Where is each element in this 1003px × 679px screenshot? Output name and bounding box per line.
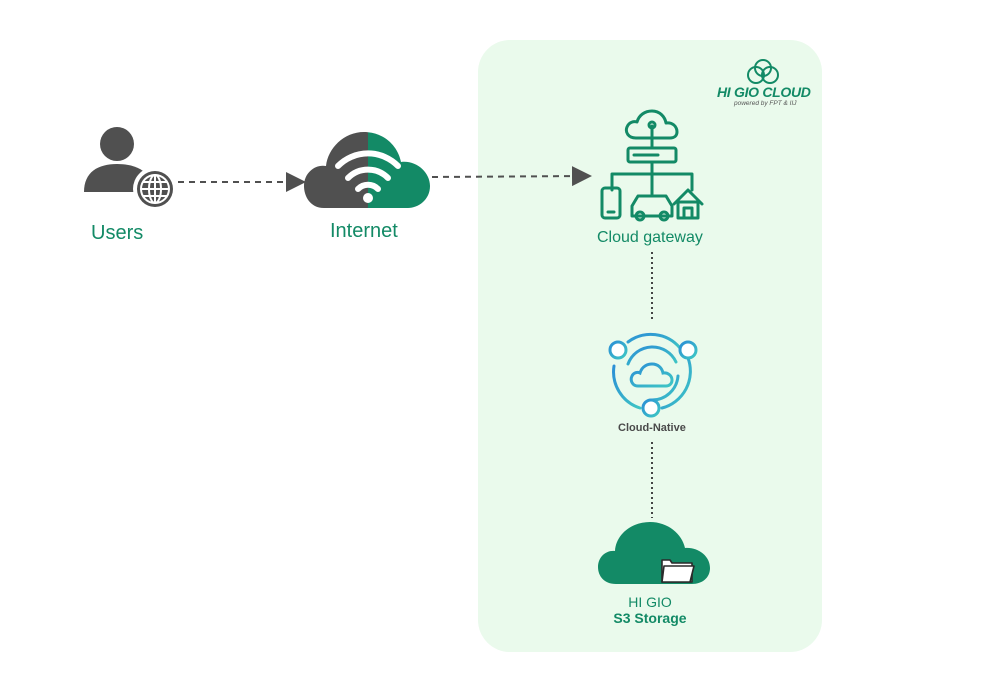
wifi-cloud-icon (304, 132, 430, 208)
user-globe-icon (84, 127, 177, 211)
brand-logo-icon (747, 59, 779, 84)
brand-name: HI GIO CLOUD (717, 84, 811, 100)
gateway-label: Cloud gateway (597, 229, 703, 246)
brand-tagline: powered by FPT & IIJ (734, 100, 797, 107)
cloud-native-label: Cloud-Native (618, 422, 686, 434)
cloud-native-icon (608, 332, 698, 418)
storage-cloud-icon (598, 522, 710, 584)
storage-label-line1: HI GIO (628, 594, 672, 610)
users-label: Users (91, 222, 144, 244)
edge-internet-gateway (431, 166, 592, 187)
internet-label: Internet (330, 220, 398, 242)
cloud-gateway-icon (600, 109, 704, 222)
storage-label-line2: S3 Storage (613, 610, 687, 626)
